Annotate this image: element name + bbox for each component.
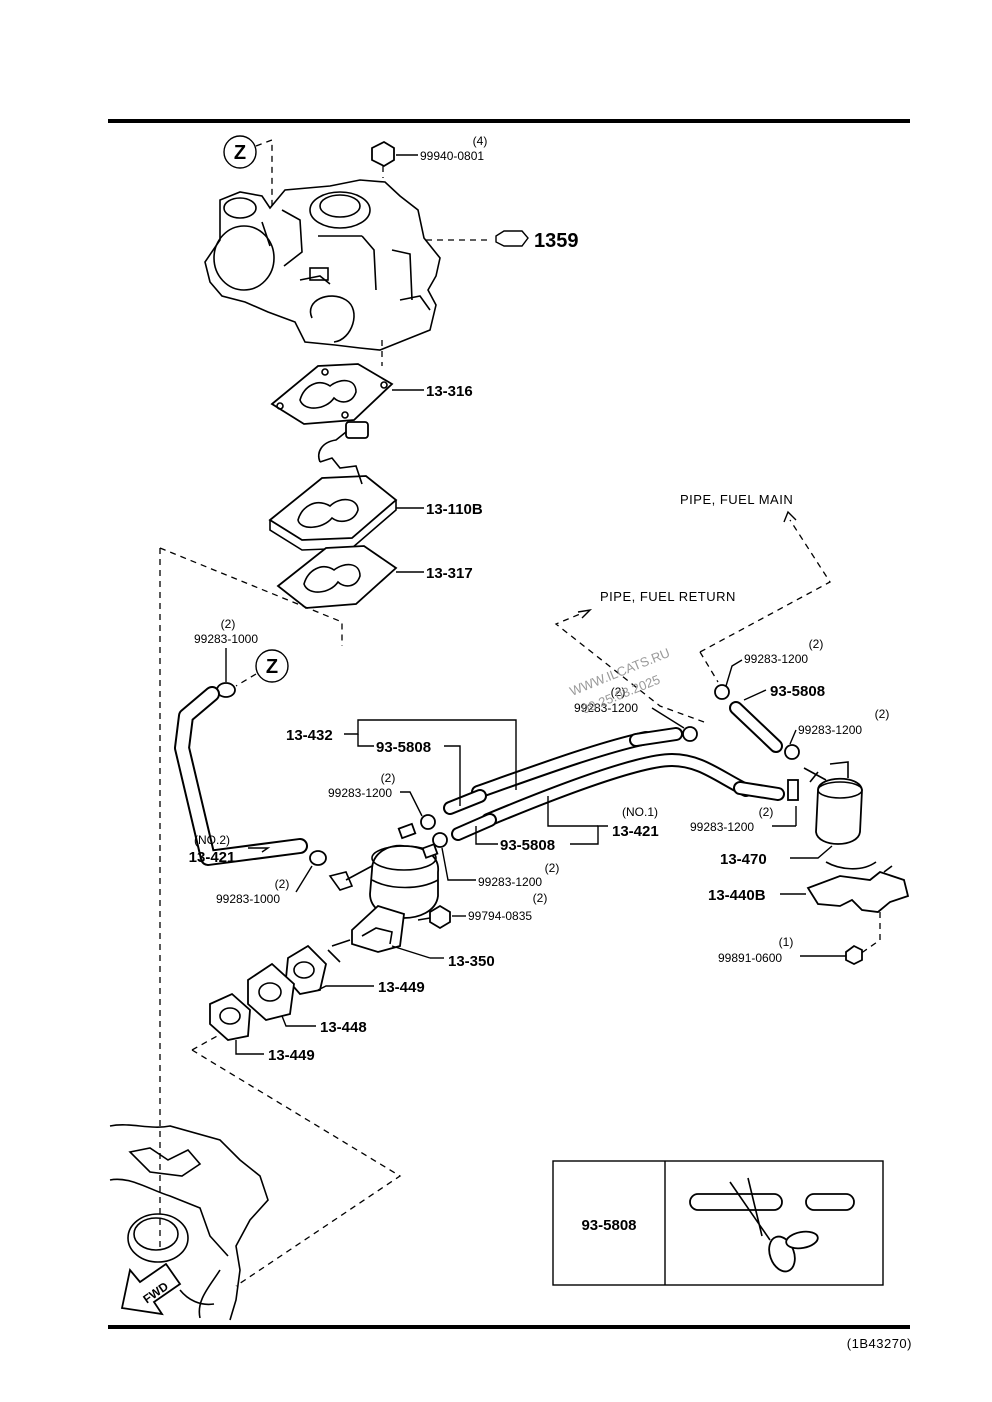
svg-text:93-5808: 93-5808 — [581, 1217, 636, 1234]
svg-text:(2): (2) — [545, 861, 560, 875]
clip-99283-1000-top[interactable]: (2) 99283-1000 — [194, 617, 258, 698]
svg-text:99283-1000: 99283-1000 — [194, 632, 258, 646]
svg-text:13-432: 13-432 — [286, 727, 333, 744]
section-reference-1359: 1359 — [426, 230, 579, 252]
clip-pump-lower[interactable] — [432, 832, 448, 848]
carburetor[interactable] — [204, 179, 441, 351]
clip-return-end[interactable] — [682, 726, 698, 742]
svg-text:(2): (2) — [275, 877, 290, 891]
bolt-99940-0801[interactable]: (4) 99940-0801 — [371, 134, 488, 178]
leader-dashed-bottom — [191, 1049, 402, 1287]
svg-text:99283-1200: 99283-1200 — [478, 875, 542, 889]
hose-93-5808-upper[interactable] — [443, 789, 487, 815]
svg-text:93-5808: 93-5808 — [500, 837, 555, 854]
engine-block — [109, 1124, 269, 1321]
svg-text:(2): (2) — [533, 891, 548, 905]
svg-text:93-5808: 93-5808 — [770, 683, 825, 700]
ref-marker-z-top: Z — [223, 135, 273, 206]
svg-text:93-5808: 93-5808 — [376, 739, 431, 756]
svg-text:(NO.2): (NO.2) — [194, 833, 230, 847]
svg-text:13-449: 13-449 — [268, 1047, 315, 1064]
hose-segment-right — [805, 1193, 855, 1211]
callout-pipe-no1: (NO.1) 13-421 93-5808 — [475, 796, 659, 854]
pipe-no2-13-421[interactable]: (NO.2) 13-421 — [174, 686, 308, 866]
clip-pump-upper[interactable] — [420, 814, 436, 830]
svg-text:(4): (4) — [473, 134, 488, 148]
svg-text:1359: 1359 — [534, 230, 579, 252]
bolt-99794-0835[interactable]: (2) 99794-0835 — [417, 891, 548, 930]
fuel-filter-13-470[interactable]: 13-470 — [720, 761, 863, 868]
callout-clip-filter-low: (2) 99283-1200 — [690, 805, 796, 834]
svg-text:(2): (2) — [809, 637, 824, 651]
svg-text:PIPE, FUEL MAIN: PIPE, FUEL MAIN — [680, 492, 793, 507]
gasket-13-449-a[interactable]: 13-449 — [285, 944, 425, 996]
svg-text:99283-1000: 99283-1000 — [216, 892, 280, 906]
svg-text:(NO.1): (NO.1) — [622, 805, 658, 819]
svg-text:(1): (1) — [779, 935, 794, 949]
svg-text:(2): (2) — [381, 771, 396, 785]
svg-text:13-470: 13-470 — [720, 851, 767, 868]
svg-text:99891-0600: 99891-0600 — [718, 951, 782, 965]
ref-marker-z-mid: Z — [235, 649, 289, 687]
svg-text:13-440B: 13-440B — [708, 887, 766, 904]
svg-text:13-317: 13-317 — [426, 565, 473, 582]
svg-text:13-421: 13-421 — [612, 823, 659, 840]
callout-clip-main-top: (2) 99283-1200 — [725, 637, 824, 687]
svg-text:99283-1200: 99283-1200 — [574, 701, 638, 715]
hose-93-5808-lower[interactable] — [451, 813, 497, 841]
clip-99283-1000-bottom[interactable]: (2) 99283-1000 — [216, 850, 327, 906]
svg-text:Z: Z — [234, 142, 246, 164]
pipe-fuel-return-label: PIPE, FUEL RETURN — [554, 589, 736, 723]
leader-dashed-top — [159, 547, 343, 646]
svg-text:13-110B: 13-110B — [426, 501, 483, 518]
scissors-icon — [729, 1177, 819, 1273]
gasket-13-449-c[interactable]: 13-449 — [209, 992, 315, 1064]
bracket-13-440B[interactable]: 13-440B — [708, 861, 910, 955]
gasket-13-317[interactable]: 13-317 — [276, 545, 473, 609]
svg-text:13-448: 13-448 — [320, 1019, 367, 1036]
svg-text:Z: Z — [266, 656, 278, 678]
hose-segment-left — [689, 1193, 783, 1211]
svg-text:99794-0835: 99794-0835 — [468, 909, 532, 923]
pipe-return[interactable] — [471, 731, 653, 799]
diagram-code: (1B43270) — [847, 1336, 912, 1351]
insulator-13-448[interactable]: 13-448 — [247, 962, 367, 1036]
svg-text:(2): (2) — [221, 617, 236, 631]
svg-text:13-421: 13-421 — [189, 849, 236, 866]
gasket-13-316[interactable]: 13-316 — [270, 363, 473, 425]
fwd-arrow: FWD — [120, 1262, 182, 1316]
svg-text:13-350: 13-350 — [448, 953, 495, 970]
hose-93-5808-main[interactable]: 93-5808 — [714, 683, 825, 760]
svg-text:99283-1200: 99283-1200 — [744, 652, 808, 666]
svg-text:PIPE, FUEL RETURN: PIPE, FUEL RETURN — [600, 589, 736, 604]
callout-clip-pump-lower: (2) 99283-1200 — [441, 847, 560, 889]
svg-text:13-449: 13-449 — [378, 979, 425, 996]
callout-clip-return: (2) 99283-1200 — [574, 685, 685, 729]
callout-clip-pump-upper: (2) 99283-1200 — [328, 771, 423, 817]
hose-return-end[interactable] — [629, 727, 683, 747]
svg-text:(2): (2) — [611, 685, 626, 699]
callout-13-432: 13-432 93-5808 — [286, 719, 517, 806]
svg-text:99283-1200: 99283-1200 — [328, 786, 392, 800]
svg-text:99940-0801: 99940-0801 — [420, 149, 484, 163]
callout-clip-filter: (2) 99283-1200 — [789, 707, 890, 745]
svg-text:13-316: 13-316 — [426, 383, 473, 400]
bolt-99891-0600[interactable]: (1) 99891-0600 — [718, 935, 863, 966]
svg-text:(2): (2) — [759, 805, 774, 819]
svg-text:99283-1200: 99283-1200 — [690, 820, 754, 834]
svg-text:(2): (2) — [875, 707, 890, 721]
insulator-13-110B[interactable]: 13-110B — [268, 421, 483, 551]
hose-filter-end[interactable] — [733, 781, 785, 801]
svg-text:99283-1200: 99283-1200 — [798, 723, 862, 737]
fuel-pump-13-350[interactable]: 13-350 — [327, 822, 495, 970]
pipe-no1-13-421[interactable] — [481, 752, 753, 827]
inset-cut-hose: 93-5808 — [552, 1160, 884, 1286]
pipe-fuel-main-label: PIPE, FUEL MAIN — [680, 492, 831, 683]
